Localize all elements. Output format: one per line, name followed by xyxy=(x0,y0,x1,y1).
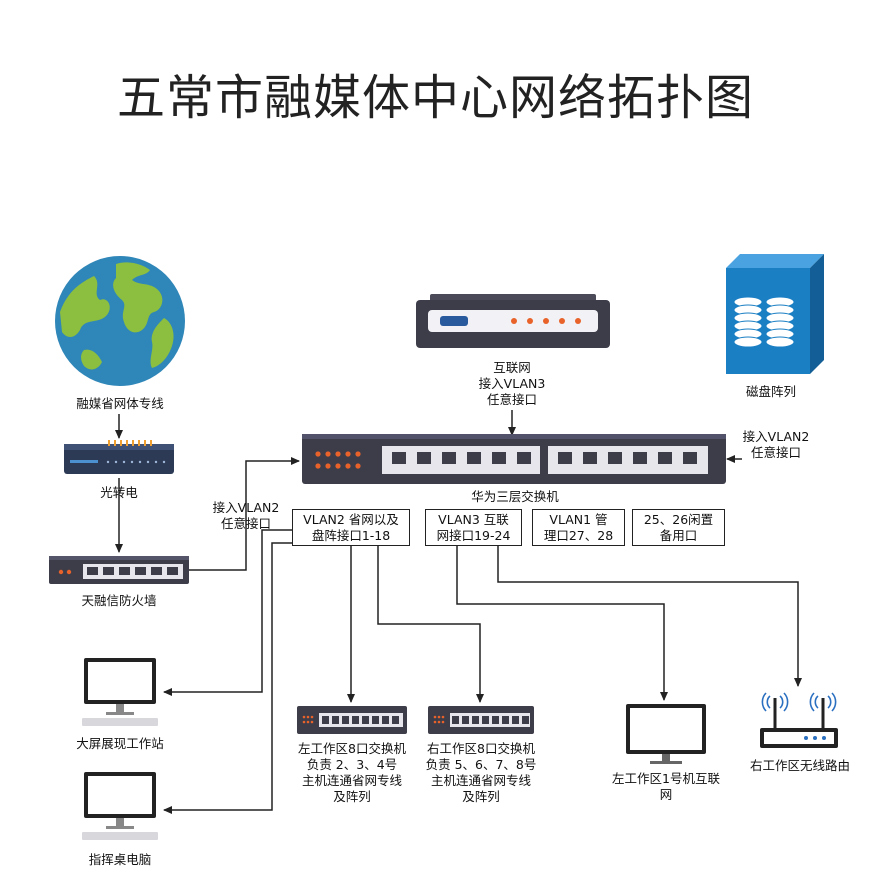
disk-array-icon xyxy=(726,254,824,378)
vlan1-box: VLAN1 管 理口27、28 xyxy=(532,509,625,546)
firewall-vlan2-line2: 任意接口 xyxy=(220,516,271,531)
vlan1-box-line1: VLAN1 管 xyxy=(549,511,608,527)
disk-vlan2-label: 接入VLAN2 任意接口 xyxy=(736,429,816,461)
left-switch-line4: 及阵列 xyxy=(333,789,371,804)
spare-box-line2: 备用口 xyxy=(659,527,698,543)
spare-box-line1: 25、26闲置 xyxy=(643,511,714,527)
right-switch-line4: 及阵列 xyxy=(462,789,500,804)
monitor-icon xyxy=(82,772,158,846)
left-switch-line1: 左工作区8口交换机 xyxy=(298,741,406,756)
firewall-vlan2-label: 接入VLAN2 任意接口 xyxy=(206,500,286,532)
internet-label-line3: 任意接口 xyxy=(486,392,537,407)
vlan3-box-line1: VLAN3 互联 xyxy=(438,511,509,527)
left-host-label: 左工作区1号机互联 网 xyxy=(604,771,728,803)
firewall-vlan2-line1: 接入VLAN2 xyxy=(212,500,280,515)
firewall-label: 天融信防火墙 xyxy=(81,593,157,608)
right-switch-line2: 负责 5、6、7、8号 xyxy=(425,757,537,772)
modem-label: 光转电 xyxy=(100,485,138,500)
right-switch-line3: 主机连通省网专线 xyxy=(430,773,531,788)
modem-icon xyxy=(64,440,174,480)
internet-label-line1: 互联网 xyxy=(493,360,531,375)
vlan1-box-line2: 理口27、28 xyxy=(543,527,614,543)
spare-box: 25、26闲置 备用口 xyxy=(632,509,725,546)
command-pc-label: 指挥桌电脑 xyxy=(88,852,152,867)
globe-icon xyxy=(54,254,186,392)
vlan2-box-line1: VLAN2 省网以及 xyxy=(303,511,399,527)
monitor-icon xyxy=(626,704,706,770)
vlan2-box-line2: 盘阵接口1-18 xyxy=(311,527,391,543)
monitor-icon xyxy=(82,658,158,732)
right-switch-label: 右工作区8口交换机 负责 5、6、7、8号 主机连通省网专线 及阵列 xyxy=(411,741,551,805)
wifi-router-label: 右工作区无线路由 xyxy=(749,758,850,773)
firewall-icon xyxy=(49,556,189,590)
internet-router-icon xyxy=(416,294,610,354)
internet-label-line2: 接入VLAN3 xyxy=(478,376,546,391)
disk-vlan2-line2: 任意接口 xyxy=(750,445,801,460)
left-switch-line3: 主机连通省网专线 xyxy=(301,773,402,788)
page-title: 五常市融媒体中心网络拓扑图 xyxy=(116,70,754,126)
vlan3-box-line2: 网接口19-24 xyxy=(436,527,511,543)
left-host-line1: 左工作区1号机互联 xyxy=(612,771,720,786)
core-switch-label: 华为三层交换机 xyxy=(471,489,559,504)
globe-label: 融媒省网体专线 xyxy=(76,396,164,411)
core-switch-icon xyxy=(302,434,726,490)
big-screen-label: 大屏展现工作站 xyxy=(76,736,164,751)
left-switch-label: 左工作区8口交换机 负责 2、3、4号 主机连通省网专线 及阵列 xyxy=(282,741,422,805)
switch-icon xyxy=(297,706,407,740)
internet-label: 互联网 接入VLAN3 任意接口 xyxy=(462,360,562,408)
disk-vlan2-line1: 接入VLAN2 xyxy=(742,429,810,444)
left-host-line2: 网 xyxy=(659,787,673,802)
vlan3-box: VLAN3 互联 网接口19-24 xyxy=(425,509,522,546)
disk-array-label: 磁盘阵列 xyxy=(745,384,796,399)
wifi-router-icon xyxy=(756,688,842,754)
right-switch-line1: 右工作区8口交换机 xyxy=(427,741,535,756)
left-switch-line2: 负责 2、3、4号 xyxy=(306,757,398,772)
switch-icon xyxy=(428,706,534,740)
vlan2-box: VLAN2 省网以及 盘阵接口1-18 xyxy=(292,509,410,546)
